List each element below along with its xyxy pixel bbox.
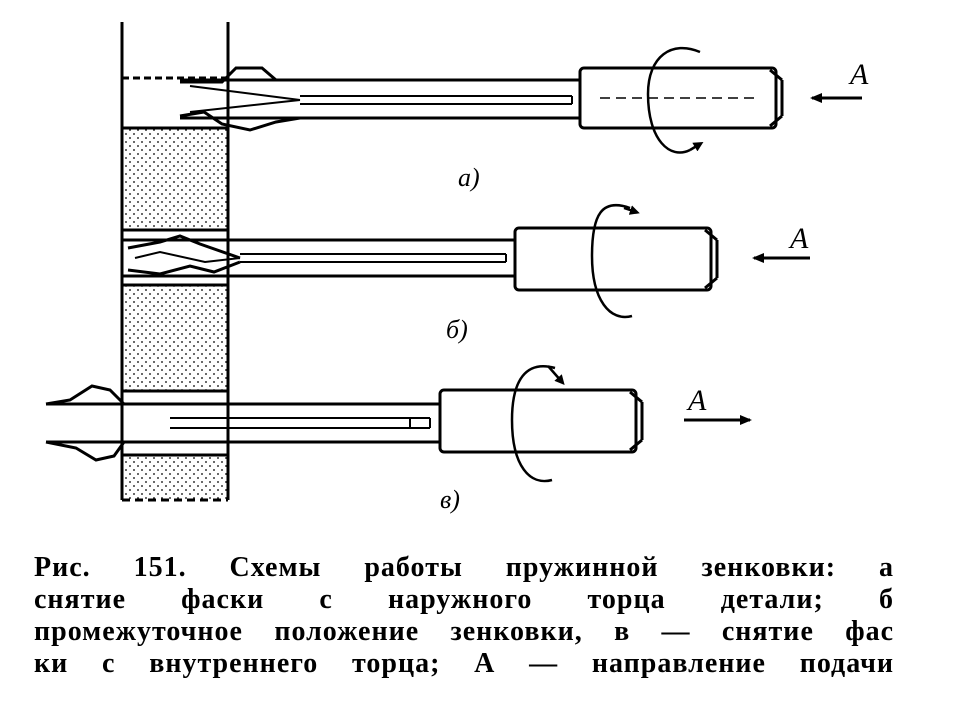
workpiece-wall (120, 22, 230, 502)
panel-label-b: б) (446, 315, 468, 344)
caption-line: промежуточное положение зенковки, в — сн… (34, 616, 894, 647)
countersink-figure: A а) A б) (45, 22, 869, 514)
tool-b (122, 203, 719, 319)
direction-label-c: A (686, 384, 707, 417)
caption-line: ки с внутреннего торца; А — направление … (34, 648, 894, 679)
figure-caption: Рис. 151. Схемы работы пружинной зенковк… (34, 552, 894, 680)
panel-label-c: в) (440, 485, 460, 514)
direction-label-a: A (848, 58, 869, 91)
tool-c (45, 365, 644, 483)
direction-label-b: A (788, 222, 809, 255)
tool-a (179, 46, 784, 154)
panel-label-a: а) (458, 163, 480, 192)
caption-line: снятие фаски с наружного торца детали; б (34, 584, 894, 615)
caption-line: Рис. 151. Схемы работы пружинной зенковк… (34, 552, 894, 583)
